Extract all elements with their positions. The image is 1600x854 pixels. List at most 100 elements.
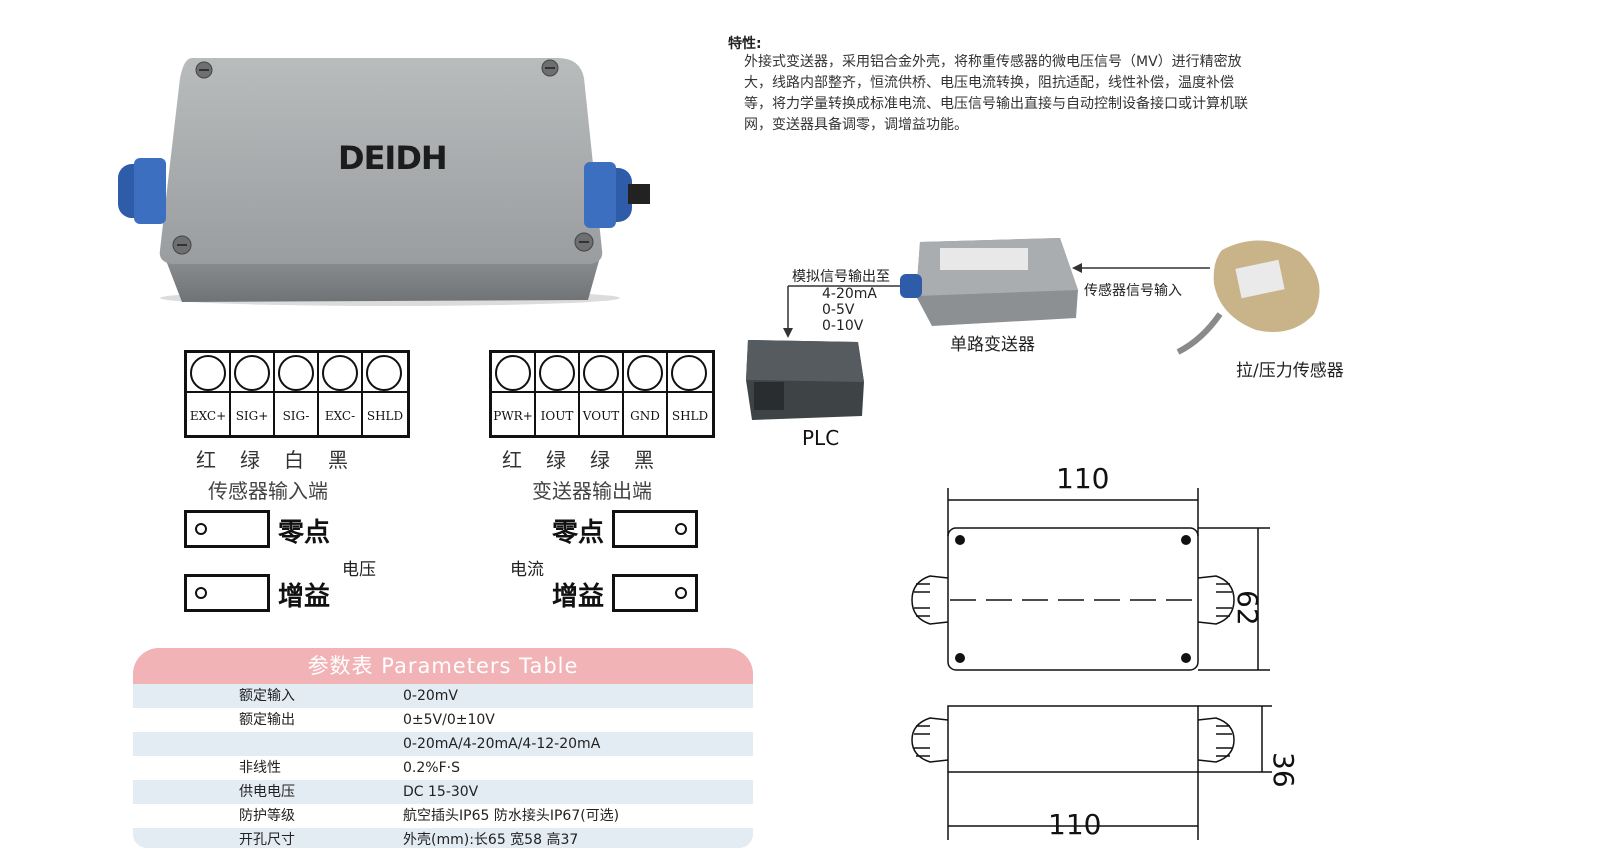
dimension-bottom-width: 110 bbox=[1048, 808, 1102, 841]
dimension-top-width: 110 bbox=[1056, 462, 1110, 495]
terminal: EXC+ bbox=[187, 353, 231, 435]
terminal-label: EXC- bbox=[324, 409, 356, 423]
param-value: 0-20mA/4-20mA/4-12-20mA bbox=[403, 736, 601, 752]
table-row: 开孔尺寸 外壳(mm):长65 宽58 高37 bbox=[133, 828, 753, 848]
terminal-label: SIG- bbox=[282, 409, 310, 423]
screw-icon bbox=[539, 355, 575, 391]
screw-icon bbox=[278, 355, 314, 391]
features-body: 外接式变送器，采用铝合金外壳，将称重传感器的微电压信号（MV）进行精密放 大，线… bbox=[744, 52, 1344, 136]
screw-icon bbox=[495, 355, 531, 391]
param-value: 0-20mV bbox=[403, 688, 458, 704]
output-gain-label: 增益 bbox=[552, 582, 605, 612]
wire-color: 黑 bbox=[634, 448, 654, 472]
screw-icon bbox=[322, 355, 358, 391]
wire-color: 黑 bbox=[328, 448, 348, 472]
wire-color: 红 bbox=[502, 448, 522, 472]
wire-color: 绿 bbox=[590, 448, 610, 472]
terminal: SHLD bbox=[363, 353, 407, 435]
terminal-label: SHLD bbox=[366, 409, 404, 423]
param-value: 0±5V/0±10V bbox=[403, 712, 495, 728]
pot-knob-icon bbox=[675, 587, 687, 599]
pot-knob-icon bbox=[195, 587, 207, 599]
output-gain-pot bbox=[612, 574, 698, 612]
param-key: 额定输出 bbox=[239, 712, 295, 728]
output-signal: 0-10V bbox=[822, 318, 864, 334]
terminal-divider bbox=[187, 391, 407, 393]
features-line: 等，将力学量转换成标准电流、电压信号输出直接与自动控制设备接口或计算机联 bbox=[744, 96, 1248, 112]
input-mode-label: 电压 bbox=[342, 560, 376, 580]
terminal-label: PWR+ bbox=[493, 409, 533, 423]
pot-knob-icon bbox=[675, 523, 687, 535]
param-key: 防护等级 bbox=[239, 808, 295, 824]
terminal: PWR+ bbox=[492, 353, 536, 435]
output-signal: 0-5V bbox=[822, 302, 855, 318]
table-row: 0-20mA/4-20mA/4-12-20mA bbox=[133, 732, 753, 756]
screw-icon bbox=[190, 355, 226, 391]
wire-color: 白 bbox=[284, 448, 304, 472]
terminal: SIG+ bbox=[231, 353, 275, 435]
output-mode-label: 电流 bbox=[510, 560, 544, 580]
table-row: 防护等级 航空插头IP65 防水接头IP67(可选) bbox=[133, 804, 753, 828]
features-line: 大，线路内部整齐，恒流供桥、电压电流转换，阻抗适配，线性补偿，温度补偿 bbox=[744, 75, 1234, 91]
features-line: 外接式变送器，采用铝合金外壳，将称重传感器的微电压信号（MV）进行精密放 bbox=[744, 54, 1242, 70]
sensor-label: 拉/压力传感器 bbox=[1236, 361, 1344, 381]
product-photo bbox=[118, 58, 650, 306]
terminal: GND bbox=[624, 353, 668, 435]
terminal-label: SHLD bbox=[671, 409, 709, 423]
output-caption: 变送器输出端 bbox=[532, 479, 652, 503]
param-value: DC 15-30V bbox=[403, 784, 479, 800]
dimension-height: 62 bbox=[1231, 590, 1264, 626]
terminal-label: VOUT bbox=[582, 409, 620, 423]
input-gain-label: 增益 bbox=[278, 582, 331, 612]
features-title: 特性: bbox=[728, 36, 762, 52]
terminal: IOUT bbox=[536, 353, 580, 435]
table-row: 供电电压 DC 15-30V bbox=[133, 780, 753, 804]
input-zero-label: 零点 bbox=[278, 518, 331, 548]
param-key: 供电电压 bbox=[239, 784, 295, 800]
table-row: 非线性 0.2%F·S bbox=[133, 756, 753, 780]
brand-logo: DEIDH bbox=[338, 139, 448, 177]
param-value: 外壳(mm):长65 宽58 高37 bbox=[403, 832, 579, 848]
table-row: 额定输入 0-20mV bbox=[133, 684, 753, 708]
terminal-label: IOUT bbox=[540, 409, 574, 423]
input-caption: 传感器输入端 bbox=[208, 479, 328, 503]
input-gain-pot bbox=[184, 574, 270, 612]
param-value: 航空插头IP65 防水接头IP67(可选) bbox=[403, 808, 620, 824]
pot-knob-icon bbox=[195, 523, 207, 535]
connection-diagram bbox=[746, 238, 1320, 420]
param-key: 非线性 bbox=[239, 760, 281, 776]
wire-color: 红 bbox=[196, 448, 216, 472]
screw-icon bbox=[627, 355, 663, 391]
output-zero-pot bbox=[612, 510, 698, 548]
dimension-side-height: 36 bbox=[1267, 752, 1300, 788]
table-row: 额定输出 0±5V/0±10V bbox=[133, 708, 753, 732]
screw-icon bbox=[234, 355, 270, 391]
screw-icon bbox=[366, 355, 402, 391]
screw-icon bbox=[583, 355, 619, 391]
parameters-table: 参数表 Parameters Table 额定输入 0-20mV 额定输出 0±5V… bbox=[133, 648, 753, 848]
terminal-label: SIG+ bbox=[235, 409, 269, 423]
input-zero-pot bbox=[184, 510, 270, 548]
screw-icon bbox=[671, 355, 707, 391]
parameters-table-title: 参数表 Parameters Table bbox=[133, 648, 753, 684]
features-line: 网，变送器具备调零，调增益功能。 bbox=[744, 117, 968, 133]
terminal: VOUT bbox=[580, 353, 624, 435]
output-signal: 4-20mA bbox=[822, 286, 877, 302]
terminal-divider bbox=[492, 391, 712, 393]
sensor-input-label: 传感器信号输入 bbox=[1084, 283, 1182, 299]
terminal-label: EXC+ bbox=[189, 409, 227, 423]
terminal: EXC- bbox=[319, 353, 363, 435]
wire-color: 绿 bbox=[546, 448, 566, 472]
plc-label: PLC bbox=[802, 426, 840, 450]
output-zero-label: 零点 bbox=[552, 518, 605, 548]
input-terminal-block: EXC+ SIG+ SIG- EXC- SHLD bbox=[184, 350, 410, 438]
output-to-label: 模拟信号输出至 bbox=[792, 269, 890, 285]
terminal: SIG- bbox=[275, 353, 319, 435]
param-key: 开孔尺寸 bbox=[239, 832, 295, 848]
dimension-drawing bbox=[911, 488, 1272, 840]
param-key: 额定输入 bbox=[239, 688, 295, 704]
transmitter-label: 单路变送器 bbox=[950, 335, 1035, 355]
param-value: 0.2%F·S bbox=[403, 760, 460, 776]
terminal-label: GND bbox=[630, 409, 660, 423]
terminal: SHLD bbox=[668, 353, 712, 435]
